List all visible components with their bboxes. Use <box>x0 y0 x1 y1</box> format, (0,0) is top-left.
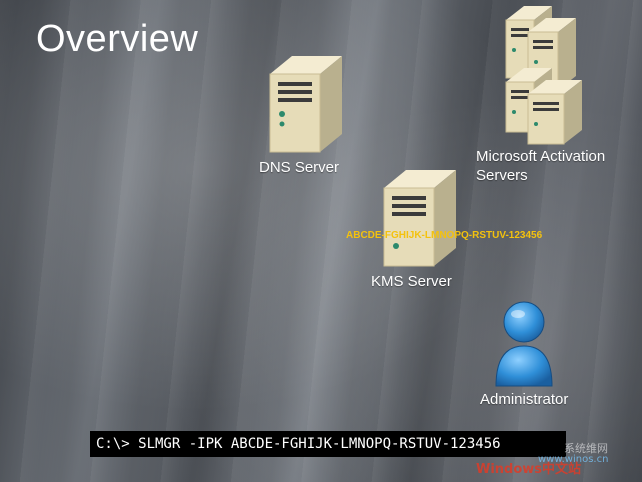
dns-server-icon <box>269 56 342 153</box>
administrator-label: Administrator <box>480 391 569 408</box>
slide-title: Overview <box>36 18 199 60</box>
kms-server-icon <box>383 170 456 267</box>
command-line: C:\> SLMGR -IPK ABCDE-FGHIJK-LMNOPQ-RSTU… <box>90 431 566 457</box>
svg-text:系统维网: 系统维网 <box>564 442 608 455</box>
activation-servers-label-line2: Servers <box>476 167 528 184</box>
site-watermark-logo: 系统维网 www.winos.cn Windows中文站 <box>476 442 608 477</box>
kms-product-key: ABCDE-FGHIJK-LMNOPQ-RSTUV-123456 <box>346 230 543 241</box>
activation-servers-icon <box>505 6 582 145</box>
svg-text:www.winos.cn: www.winos.cn <box>538 454 608 465</box>
kms-server-label: KMS Server <box>371 273 452 290</box>
dns-server-label: DNS Server <box>259 159 340 176</box>
administrator-user-icon <box>495 301 553 387</box>
activation-servers-label: Microsoft Activation Servers <box>476 147 605 185</box>
activation-servers-label-line1: Microsoft Activation <box>476 148 606 165</box>
svg-text:Windows中文站: Windows中文站 <box>476 461 581 477</box>
